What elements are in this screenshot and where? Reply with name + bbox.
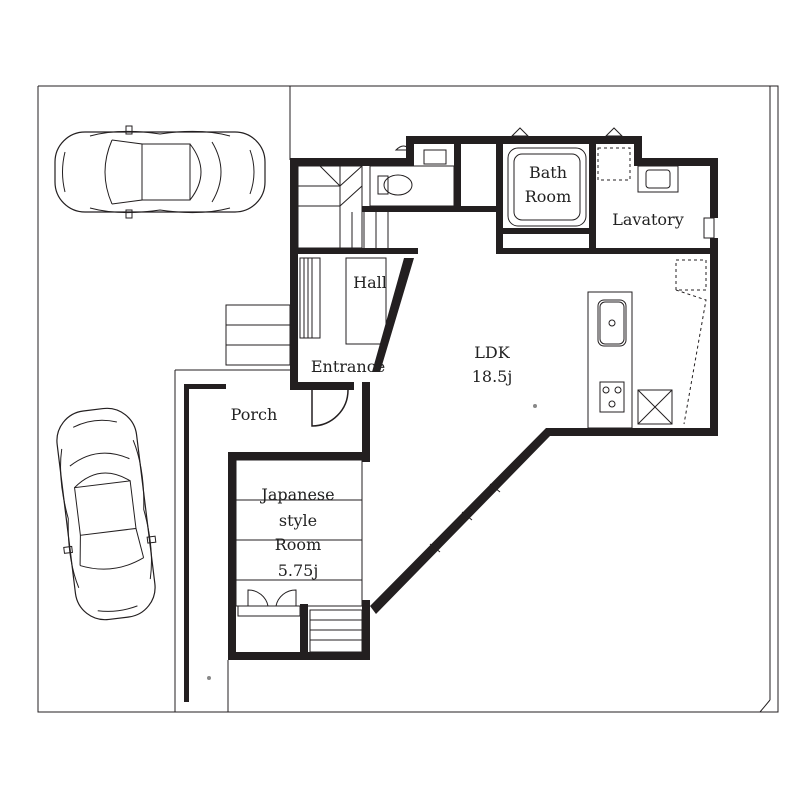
lavatory-label: Lavatory (612, 210, 684, 229)
japanese-label-2: style (279, 511, 317, 530)
site-boundary (37, 85, 779, 713)
sink-icon (599, 301, 625, 345)
japanese-label-1: Japanese (259, 485, 334, 504)
site-marker (207, 676, 211, 680)
car-top-icon (54, 125, 266, 219)
stairs-icon (297, 165, 389, 249)
kitchen-counter (587, 291, 633, 429)
japanese-area: 5.75j (278, 561, 319, 580)
ldk-area: 18.5j (472, 367, 513, 386)
fridge-icon (637, 389, 673, 425)
tatami-layout (235, 459, 363, 653)
entrance-door (311, 389, 349, 427)
hall-label: Hall (353, 273, 387, 292)
diagonal-windows (399, 453, 531, 581)
ldk-label: LDK (474, 343, 510, 362)
exterior-walls (184, 136, 718, 702)
car-left-icon (56, 407, 157, 621)
bathtub-icon (507, 127, 587, 227)
lavatory-fixtures (597, 127, 715, 239)
porch-steps (225, 304, 291, 366)
japanese-label-3: Room (275, 535, 321, 554)
entrance-label: Entrance (311, 357, 385, 376)
bath-label-1: Bath (529, 163, 567, 182)
porch-label: Porch (231, 405, 278, 424)
storage-dashed (675, 259, 707, 425)
bath-label-2: Room (525, 187, 571, 206)
stove-icon (599, 381, 625, 413)
toilet-icon (369, 145, 455, 207)
shoe-cabinet (299, 257, 387, 345)
ceiling-marker (533, 404, 537, 408)
